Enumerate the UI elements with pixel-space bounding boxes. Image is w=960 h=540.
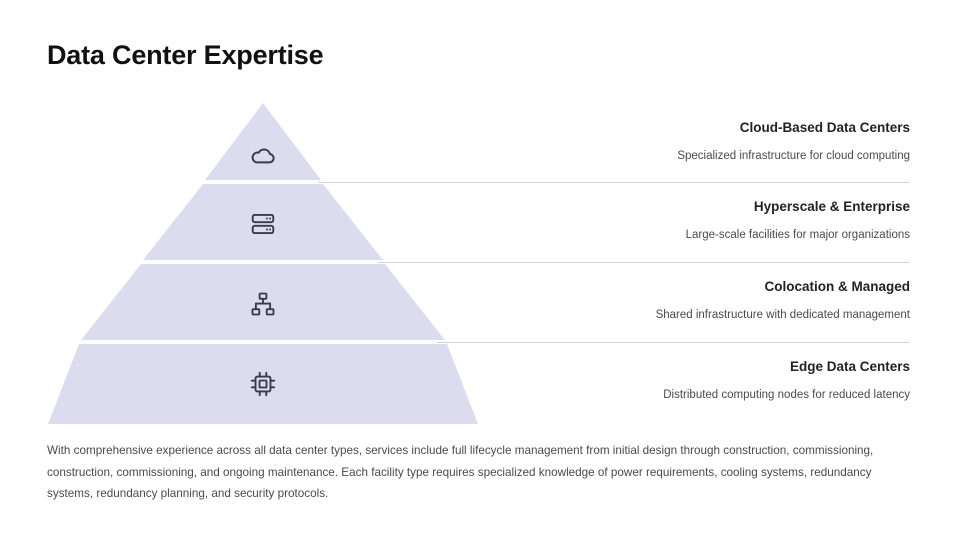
tier-row-1: Cloud-Based Data Centers Specialized inf… — [0, 103, 960, 183]
tier-3-title: Colocation & Managed — [764, 279, 910, 294]
tier-row-3: Colocation & Managed Shared infrastructu… — [0, 263, 960, 343]
tier-4-description: Distributed computing nodes for reduced … — [663, 389, 910, 402]
pyramid-tier-1-shape — [205, 103, 321, 180]
page-title: Data Center Expertise — [47, 40, 324, 70]
tier-1-title: Cloud-Based Data Centers — [739, 120, 910, 135]
tier-2-description: Large-scale facilities for major organiz… — [685, 229, 910, 242]
tier-3-description: Shared infrastructure with dedicated man… — [655, 309, 910, 322]
tier-row-2: Hyperscale & Enterprise Large-scale faci… — [0, 183, 960, 263]
cpu-chip-icon — [249, 370, 277, 398]
pyramid-tier-4-shape — [48, 344, 478, 424]
tier-2-title: Hyperscale & Enterprise — [753, 199, 910, 214]
cloud-icon — [249, 142, 277, 170]
tier-1-text-block: Cloud-Based Data Centers Specialized inf… — [677, 120, 910, 164]
tier-1-description: Specialized infrastructure for cloud com… — [677, 150, 910, 163]
tier-2-text-block: Hyperscale & Enterprise Large-scale faci… — [686, 199, 910, 243]
tier-4-title: Edge Data Centers — [789, 359, 910, 374]
tier-3-divider — [437, 342, 910, 343]
network-nodes-icon — [249, 290, 277, 318]
tier-3-text-block: Colocation & Managed Shared infrastructu… — [656, 279, 910, 323]
tier-row-4: Edge Data Centers Distributed computing … — [0, 343, 960, 423]
summary-paragraph: With comprehensive experience across all… — [47, 444, 874, 501]
tier-2-divider — [378, 262, 910, 263]
tier-4-text-block: Edge Data Centers Distributed computing … — [663, 359, 910, 403]
tier-1-divider — [318, 182, 910, 183]
server-rack-icon — [249, 210, 277, 238]
